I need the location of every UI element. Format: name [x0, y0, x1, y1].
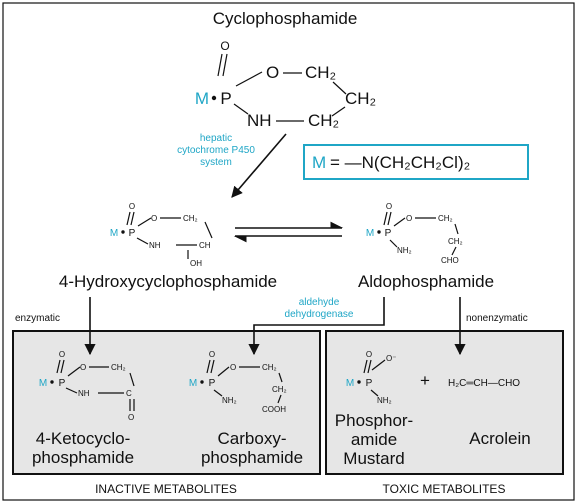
carboxy-name-line1: Carboxy-: [218, 429, 287, 448]
acrolein-formula: H₂C═CH—CHO: [448, 378, 520, 389]
carboxy-nh2: NH₂: [222, 396, 237, 405]
keto-o: O: [128, 413, 134, 422]
carboxy-name-line2: phosphamide: [201, 448, 303, 467]
m-definition-right: = —N(CH₂CH₂Cl)₂: [330, 153, 470, 172]
hydroxy-p: P: [129, 228, 136, 239]
phosphoramide-mustard-structure: O O⁻ M P NH₂: [346, 350, 397, 405]
phosphorus-top: P: [220, 89, 231, 108]
hepatic-label-line1: hepatic: [200, 133, 232, 144]
aldo-name: Aldophosphamide: [358, 272, 494, 291]
carboxy-p: P: [209, 378, 216, 389]
m-definition-box: [303, 144, 529, 180]
title: Cyclophosphamide: [213, 9, 358, 28]
toxic-metabolites-label: TOXIC METABOLITES: [383, 482, 506, 496]
aldophosphamide-structure: O M P O CH₂ CH₂ CHO NH₂: [366, 202, 463, 265]
plus-sign: +: [420, 371, 430, 390]
cyclophosphamide-structure: O M P O CH₂ CH₂ CH₂ NH: [195, 39, 376, 130]
mustard-name-line1: Phosphor-: [335, 411, 413, 430]
inactive-metabolites-label: INACTIVE METABOLITES: [95, 482, 237, 496]
p-oxo: O: [220, 39, 229, 53]
aldo-nh2: NH₂: [397, 246, 412, 255]
arrow-aldehyde-dehydrogenase: [248, 297, 385, 356]
mustard-name-line3: Mustard: [343, 449, 404, 468]
mustard-o: O: [366, 350, 372, 359]
enzymatic-label: enzymatic: [15, 313, 60, 324]
carboxy-m: M: [189, 378, 197, 389]
carboxy-ch2-b: CH₂: [272, 385, 287, 394]
carboxy-p-oxo: O: [209, 350, 215, 359]
aldehyde-label-line1: aldehyde: [299, 297, 340, 308]
ch2-b: CH₂: [345, 89, 376, 108]
hydroxy-p-oxo: O: [129, 202, 135, 211]
keto-ch2: CH₂: [111, 363, 126, 372]
keto-name-line1: 4-Ketocyclo-: [36, 429, 130, 448]
hydroxy-ch: CH: [199, 241, 211, 250]
hydroxy-oh: OH: [190, 259, 202, 268]
hydroxy-structure: O M P O CH₂ CH NH OH: [110, 202, 213, 268]
acrolein-name: Acrolein: [469, 429, 530, 448]
keto-p: P: [59, 378, 66, 389]
toxic-metabolites-box: [325, 330, 564, 475]
hepatic-label-line3: system: [200, 157, 232, 168]
mustard-nh2: NH₂: [377, 396, 392, 405]
nh-top: NH: [247, 111, 272, 130]
ketocyclophosphamide-structure: O M P O CH₂ C O NH: [39, 350, 135, 422]
mustard-p: P: [366, 378, 373, 389]
aldo-o: O: [406, 214, 412, 223]
carboxy-ch2-a: CH₂: [262, 363, 277, 372]
arrow-hepatic: [231, 133, 287, 198]
m-label-top: M: [195, 89, 209, 108]
mustard-m: M: [346, 378, 354, 389]
m-definition-left: M: [312, 153, 326, 172]
mustard-name-line2: amide: [351, 430, 397, 449]
keto-p-oxo: O: [59, 350, 65, 359]
carboxy-cooh: COOH: [262, 405, 286, 414]
keto-ring-o: O: [80, 363, 86, 372]
ch2-a: CH₂: [305, 63, 336, 82]
nonenzymatic-label: nonenzymatic: [466, 313, 528, 324]
aldo-p-oxo: O: [386, 202, 392, 211]
hydroxy-m: M: [110, 228, 118, 239]
ch2-c: CH₂: [308, 111, 339, 130]
hydroxy-ring-o: O: [151, 214, 157, 223]
keto-c: C: [126, 389, 132, 398]
carboxy-o: O: [230, 363, 236, 372]
aldehyde-label-line2: dehydrogenase: [285, 309, 354, 320]
keto-m: M: [39, 378, 47, 389]
hepatic-label-line2: cytochrome P450: [177, 145, 255, 156]
aldo-cho: CHO: [441, 256, 459, 265]
aldo-m: M: [366, 228, 374, 239]
aldo-ch2-b: CH₂: [448, 237, 463, 246]
hydroxy-nh: NH: [149, 241, 161, 250]
hydroxy-ch2: CH₂: [183, 214, 198, 223]
inactive-metabolites-box: [12, 330, 321, 475]
keto-nh: NH: [78, 389, 90, 398]
hydroxy-name: 4-Hydroxycyclophosphamide: [59, 272, 277, 291]
mustard-o-minus: O⁻: [386, 354, 396, 363]
ring-oxygen: O: [266, 63, 279, 82]
carboxyphosphamide-structure: O M P O CH₂ CH₂ COOH NH₂: [189, 350, 287, 414]
aldo-ch2-a: CH₂: [438, 214, 453, 223]
aldo-p: P: [385, 228, 392, 239]
keto-name-line2: phosphamide: [32, 448, 134, 467]
